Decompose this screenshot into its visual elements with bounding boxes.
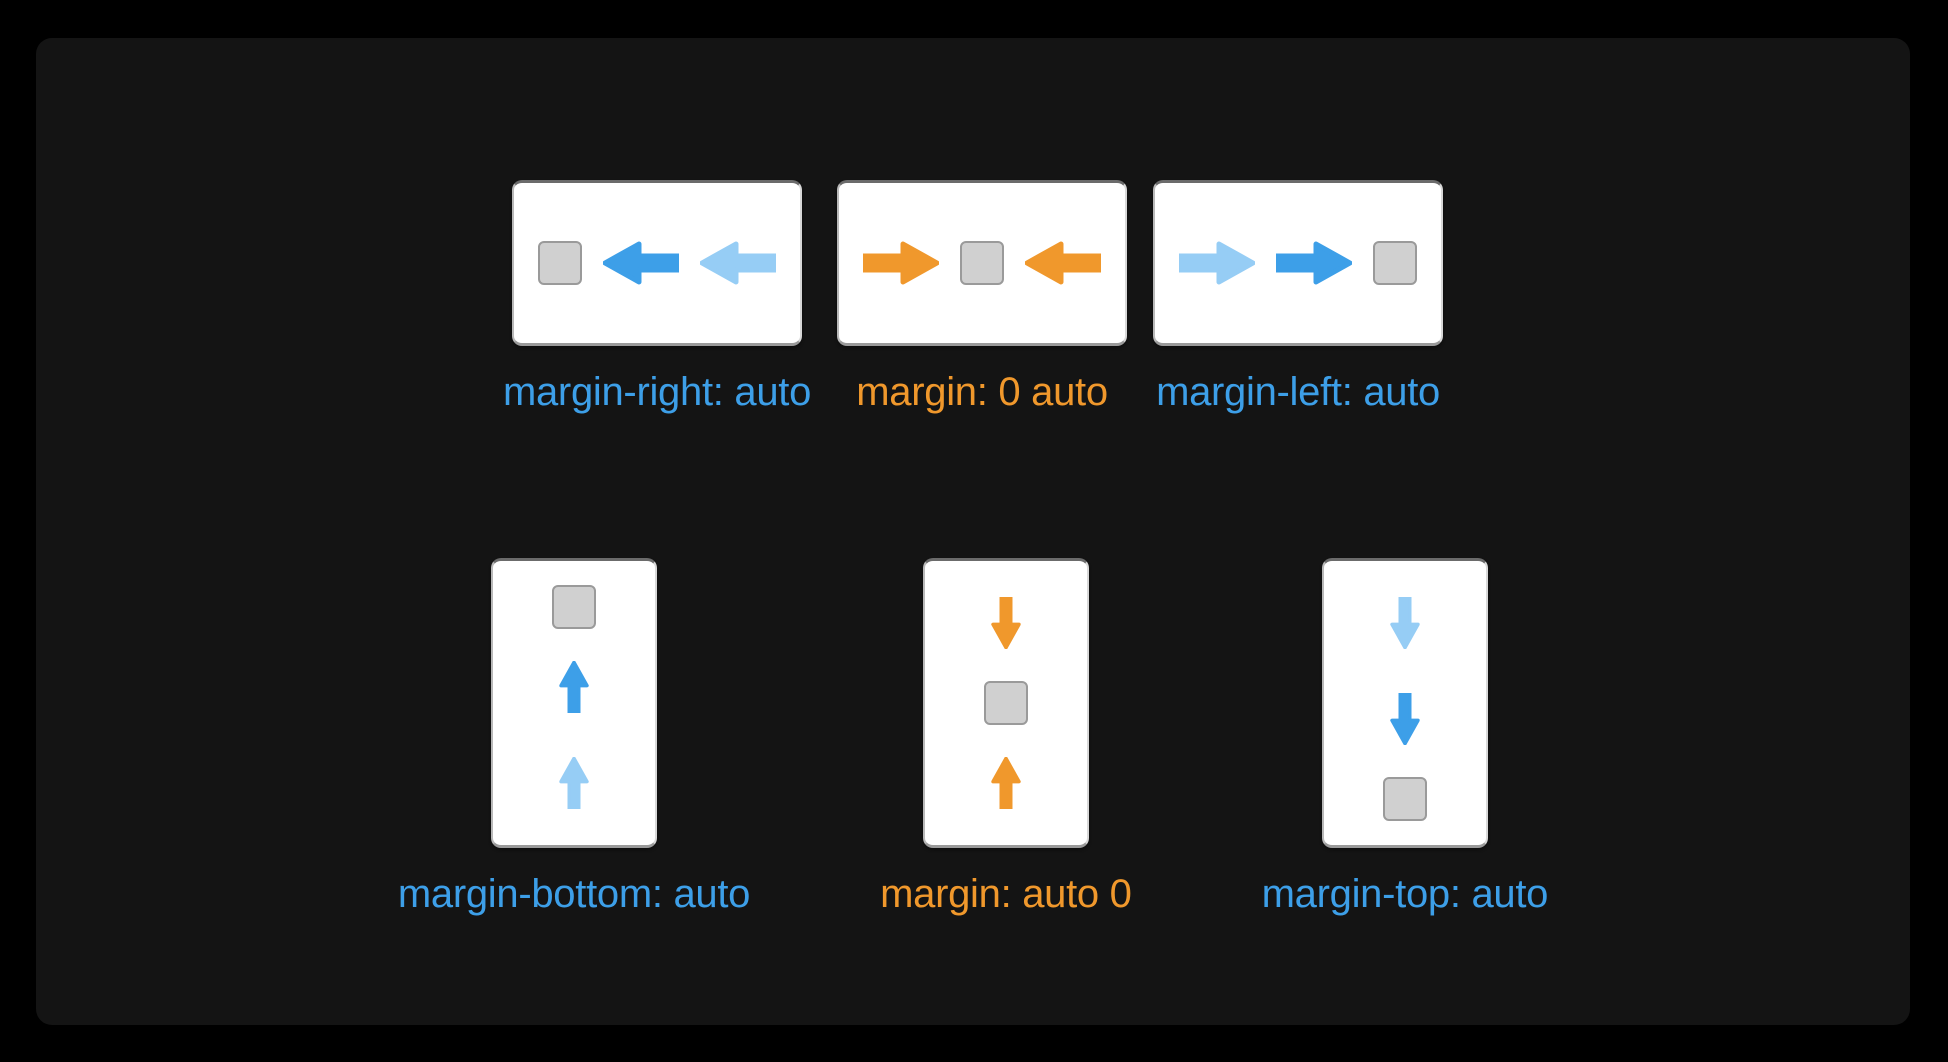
arrow-up-icon [559,661,589,713]
arrow-right-icon [1179,241,1256,285]
margin-demo-horizontal-1: margin: 0 auto [837,180,1128,414]
arrow-down-icon [991,597,1021,649]
content-box [983,681,1028,725]
diagram-panel: margin-right: auto margin: 0 auto margin-l… [36,38,1910,1025]
content-box [1372,241,1417,285]
arrow-left-icon [699,241,776,285]
demo-caption: margin-left: auto [1156,370,1440,414]
arrow-down-icon [1390,693,1420,745]
margin-demo-horizontal-2: margin-left: auto [1153,180,1444,414]
arrow-left-icon [602,241,679,285]
arrow-left-icon [1024,241,1101,285]
container-card [511,180,802,346]
arrow-down-icon [1390,597,1420,649]
margin-demo-vertical-1: margin: auto 0 [880,558,1132,914]
demo-caption: margin: auto 0 [880,872,1132,916]
container-card [1153,180,1444,346]
content-box [552,585,596,629]
content-box [538,241,583,285]
margin-demo-vertical-2: margin-top: auto [1262,558,1548,914]
demo-caption: margin-bottom: auto [397,872,751,916]
arrow-right-icon [1276,241,1353,285]
arrow-right-icon [863,241,940,285]
row-horizontal-margins: margin-right: auto margin: 0 auto margin-l… [36,180,1910,412]
container-card [491,558,657,848]
content-box [1382,777,1427,821]
container-card [1321,558,1488,848]
container-card [837,180,1128,346]
demo-caption: margin-top: auto [1261,872,1549,916]
demo-caption: margin-right: auto [502,370,812,414]
arrow-up-icon [559,757,589,809]
demo-caption: margin: 0 auto [856,370,1108,414]
container-card [922,558,1089,848]
content-box [960,241,1005,285]
row-vertical-margins: margin-bottom: auto margin: auto 0 margin-… [36,558,1910,914]
margin-demo-vertical-0: margin-bottom: auto [398,558,750,914]
arrow-up-icon [991,757,1021,809]
margin-demo-horizontal-0: margin-right: auto [503,180,811,412]
